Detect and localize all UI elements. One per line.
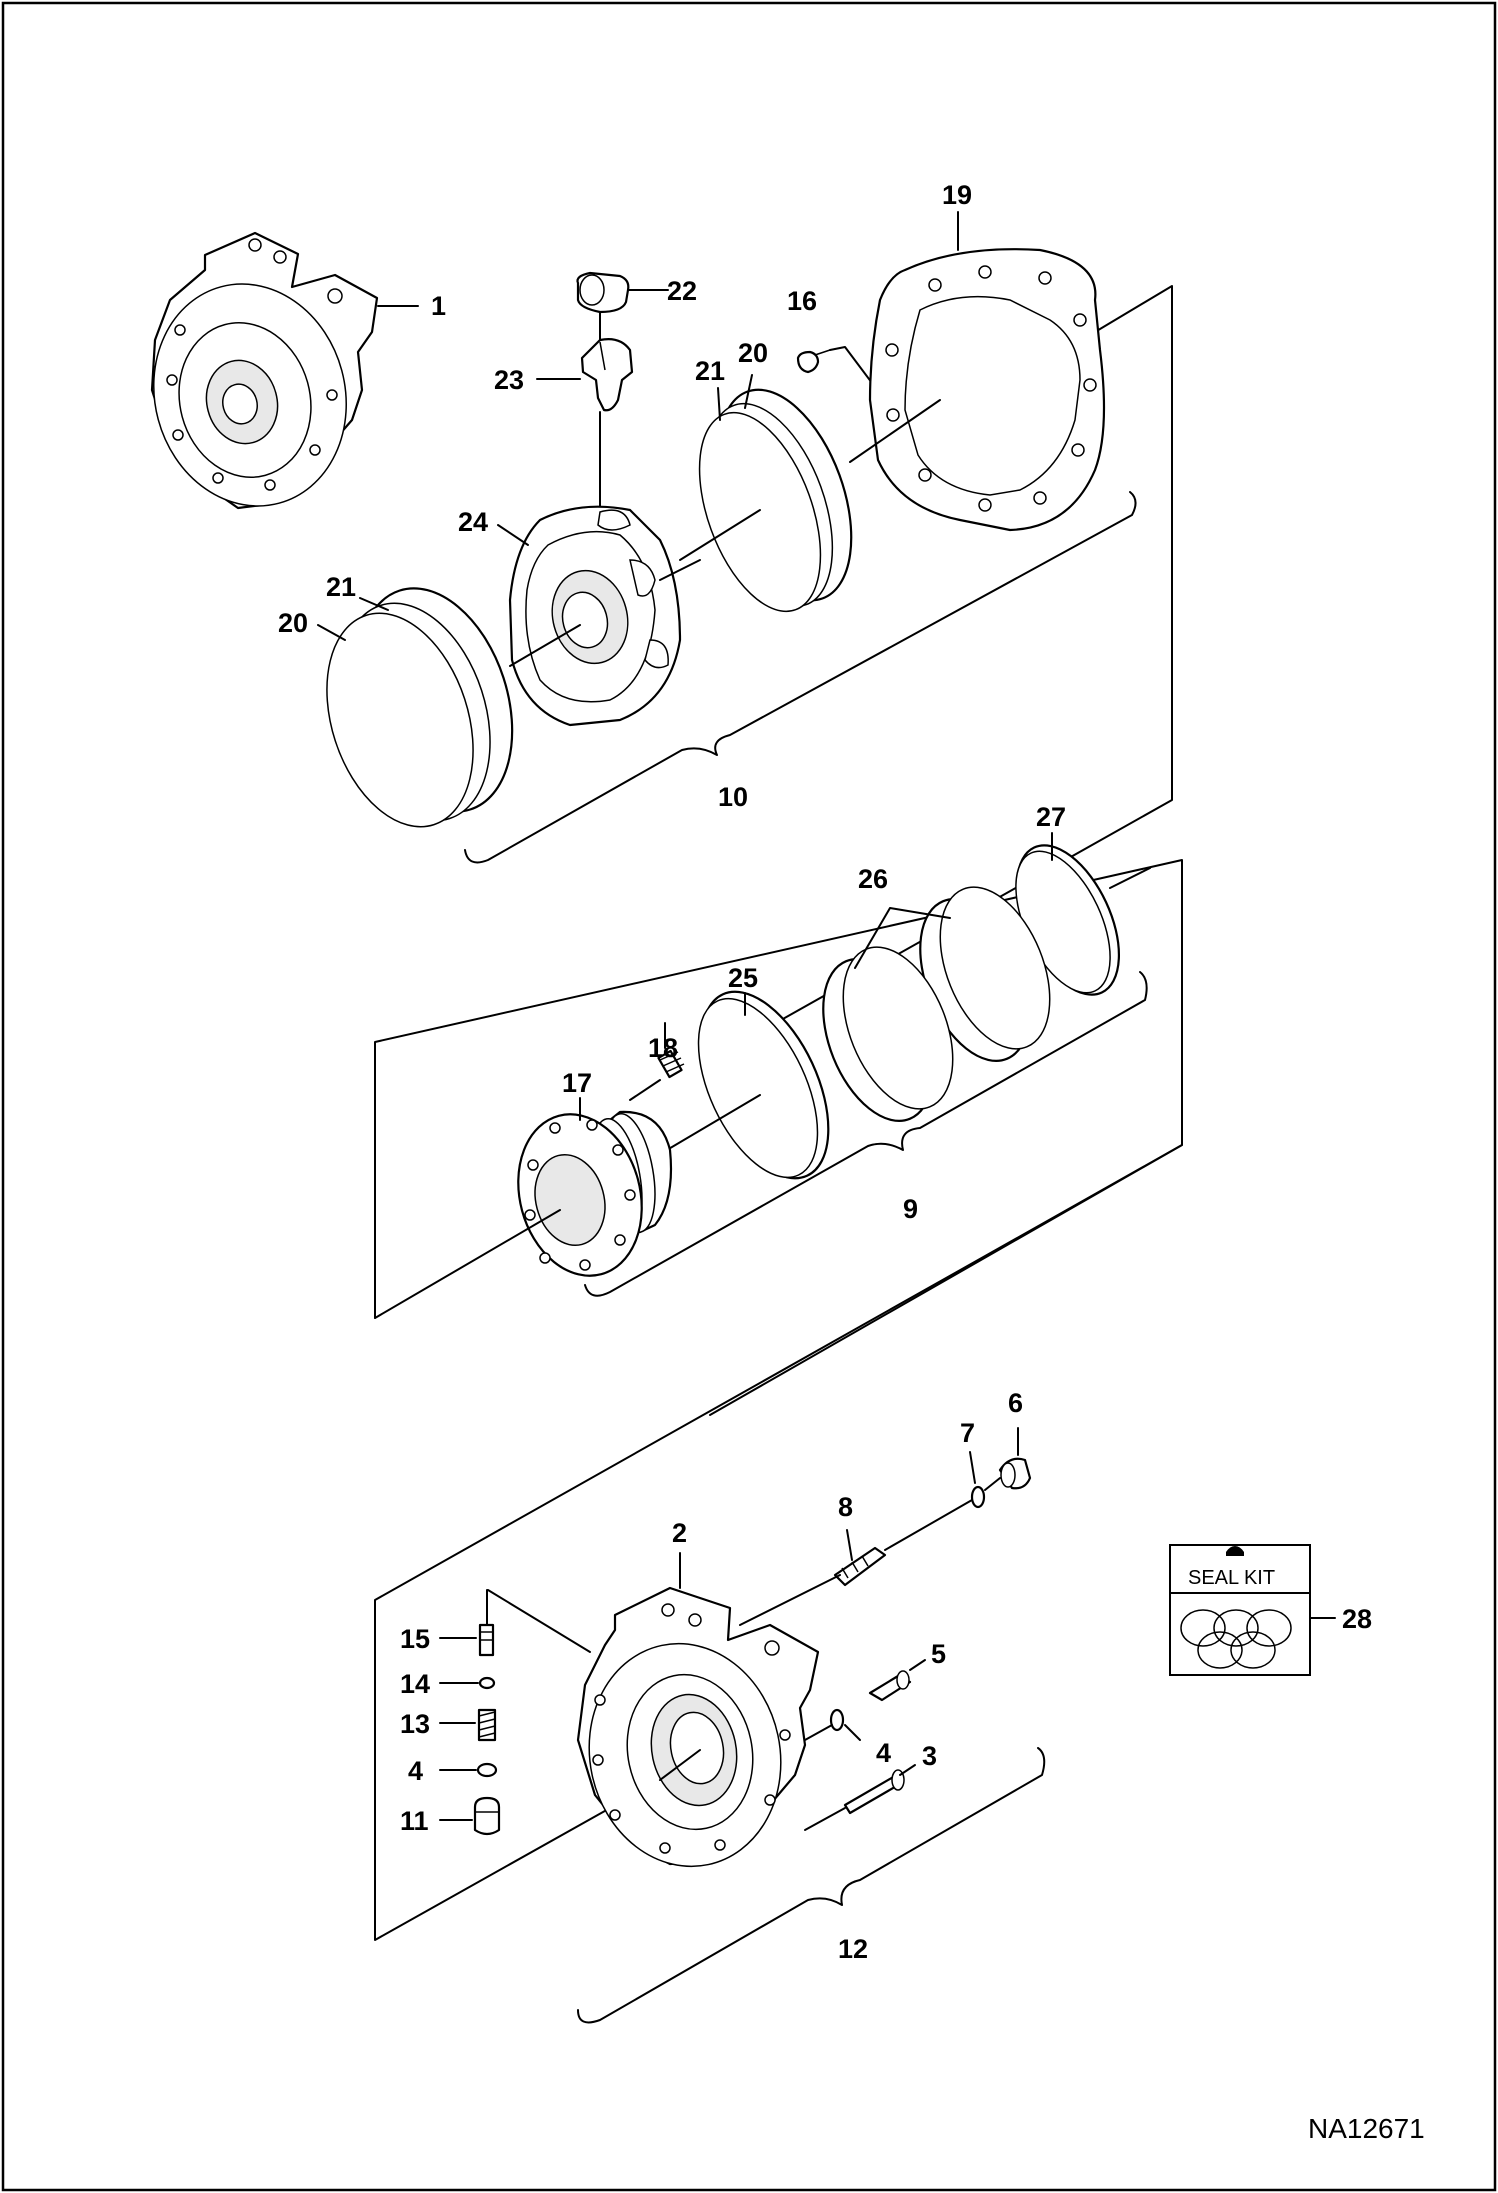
leader-left-rings-axis — [509, 624, 581, 667]
leader-8-axis — [739, 1574, 841, 1626]
part-16-screw — [796, 349, 831, 374]
figure-code: NA12671 — [1308, 2113, 1425, 2144]
callout-21-left: 21 — [326, 572, 356, 602]
group-10-assembly — [150, 211, 1173, 1061]
leader-26 — [854, 907, 951, 969]
part-25-ring — [697, 990, 830, 1180]
part-5-plug — [868, 1670, 912, 1702]
part-20-21-rings-right — [698, 388, 853, 613]
callout-22: 22 — [667, 276, 697, 306]
leader-5 — [909, 1659, 926, 1671]
part-23-check-valve — [580, 338, 634, 412]
callout-3: 3 — [922, 1741, 937, 1771]
leader-20-top — [744, 374, 753, 409]
callout-14: 14 — [400, 1669, 430, 1699]
leader-7 — [969, 1451, 976, 1484]
callout-11: 11 — [400, 1806, 429, 1836]
leader-17-axis — [374, 1209, 561, 1319]
leader-4-5 — [804, 1724, 833, 1741]
leader-21-left — [359, 597, 389, 611]
part-26-sleeves — [822, 886, 1051, 1122]
callout-4-left: 4 — [408, 1756, 423, 1786]
part-24-rotor — [508, 505, 682, 727]
callout-21-top: 21 — [695, 356, 725, 386]
callout-18: 18 — [648, 1033, 678, 1063]
leader-2-axis — [659, 1749, 701, 1781]
group-9-assembly — [374, 832, 1183, 1416]
callout-26: 26 — [858, 864, 888, 894]
part-4-o-ring-right — [829, 1708, 845, 1732]
part-22-plug — [576, 271, 630, 314]
callout-4-right: 4 — [876, 1738, 891, 1768]
leader-21-top — [717, 387, 721, 421]
callout-labels: 1 19 22 16 23 21 20 24 21 20 10 27 26 25… — [278, 180, 1425, 2144]
callout-2: 2 — [672, 1518, 687, 1548]
callout-15: 15 — [400, 1624, 430, 1654]
callout-20-top: 20 — [738, 338, 768, 368]
part-14-washer — [478, 1676, 496, 1690]
callout-13: 13 — [400, 1709, 430, 1739]
callout-17: 17 — [562, 1068, 592, 1098]
leader-4-right — [844, 1724, 861, 1741]
callout-25: 25 — [728, 963, 758, 993]
callout-5: 5 — [931, 1639, 946, 1669]
callout-7: 7 — [960, 1418, 975, 1448]
callout-6: 6 — [1008, 1388, 1023, 1418]
callout-19: 19 — [942, 180, 972, 210]
callout-16: 16 — [787, 286, 817, 316]
callout-27: 27 — [1036, 802, 1066, 832]
part-17-valve-plate — [517, 1110, 673, 1277]
leader-19-axis — [849, 399, 941, 463]
group-12-assembly — [374, 1144, 1183, 2024]
callout-1: 1 — [431, 291, 446, 321]
leader-3-axis — [804, 1807, 846, 1831]
callout-9: 9 — [903, 1194, 918, 1224]
callout-23: 23 — [494, 365, 524, 395]
leader-rings-axis — [679, 509, 761, 561]
leader-8-7 — [884, 1499, 973, 1551]
part-4-o-ring-left — [476, 1762, 498, 1778]
part-18-pin — [657, 1049, 685, 1079]
leader-20-left — [317, 624, 346, 641]
leader-8 — [846, 1529, 853, 1561]
part-13-spring — [477, 1708, 497, 1742]
callout-28: 28 — [1342, 1604, 1372, 1634]
callout-24: 24 — [458, 507, 488, 537]
part-7-o-ring — [970, 1485, 986, 1509]
callout-8: 8 — [838, 1492, 853, 1522]
part-3-bolt — [843, 1769, 905, 1815]
leader-24 — [497, 524, 529, 546]
part-20-21-rings-left — [326, 587, 514, 828]
leader-6-7 — [984, 1477, 1001, 1491]
seal-kit-box — [1169, 1544, 1311, 1676]
part-6-plug — [998, 1457, 1032, 1490]
part-15-valve-stem — [478, 1623, 495, 1657]
callout-10: 10 — [718, 782, 748, 812]
seal-kit-label: SEAL KIT — [1188, 1567, 1275, 1589]
part-11-plug — [473, 1796, 501, 1836]
part-8-relief-valve — [833, 1546, 887, 1587]
callout-20-left: 20 — [278, 608, 308, 638]
part-1-motor-housing — [150, 231, 379, 510]
part-19-ring — [868, 248, 1106, 532]
leader-3 — [899, 1764, 916, 1776]
part-2-housing — [576, 1586, 820, 1868]
leader-17-18 — [629, 1079, 661, 1101]
callout-12: 12 — [838, 1934, 868, 1964]
leader-24-axis — [659, 559, 701, 581]
